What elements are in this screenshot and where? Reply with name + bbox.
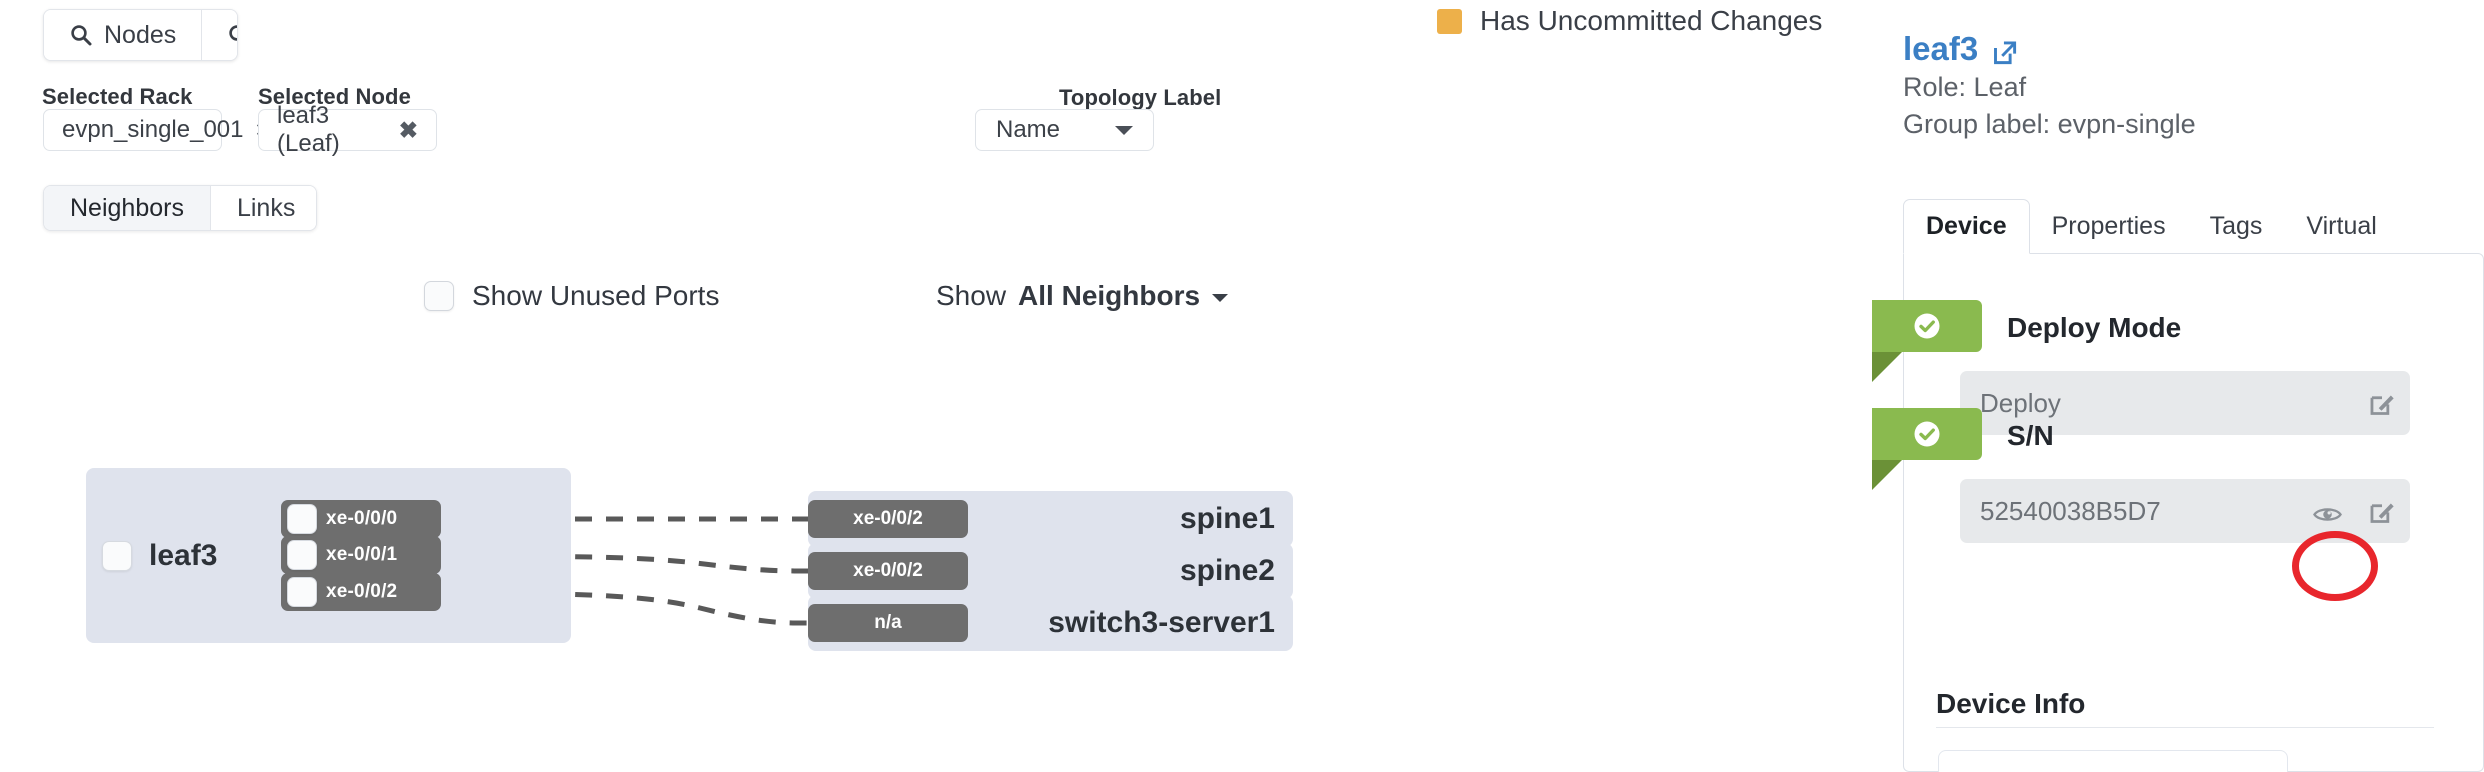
port-xe-0-0-0-label: xe-0/0/0 bbox=[326, 508, 398, 529]
tab-neighbors[interactable]: Neighbors bbox=[44, 186, 211, 230]
device-tab-group[interactable]: Device Properties Tags Virtual bbox=[1903, 199, 2484, 254]
show-unused-ports-row[interactable]: Show Unused Ports bbox=[424, 280, 719, 312]
port-chip-xe-0-0-0[interactable]: xe-0/0/0 bbox=[281, 500, 441, 538]
view-tab-group[interactable]: Neighbors Links Interfaces bbox=[43, 185, 317, 231]
chevron-down-icon bbox=[1115, 125, 1133, 135]
node-leaf3-name: leaf3 bbox=[149, 538, 218, 572]
clear-node-icon[interactable]: ✖ bbox=[398, 116, 418, 143]
port-xe-0-0-2-checkbox[interactable] bbox=[287, 577, 317, 607]
tab-tags-label: Tags bbox=[2209, 212, 2263, 240]
port-xe-0-0-0-checkbox[interactable] bbox=[287, 504, 317, 534]
tab-properties-label: Properties bbox=[2051, 212, 2166, 240]
search-links-button[interactable]: Links bbox=[202, 10, 237, 60]
show-scope-value: All Neighbors bbox=[1018, 280, 1201, 311]
uncommitted-changes-label: Has Uncommitted Changes bbox=[1480, 5, 1823, 36]
show-prefix-label: Show bbox=[936, 280, 1007, 311]
tab-properties[interactable]: Properties bbox=[2030, 199, 2188, 254]
port-xe-0-0-1-label: xe-0/0/1 bbox=[326, 544, 398, 565]
edit-deploy-mode-icon[interactable] bbox=[2368, 389, 2396, 417]
neighbor-port-spine1[interactable]: xe-0/0/2 bbox=[808, 500, 968, 538]
device-name-link[interactable]: leaf3 bbox=[1903, 30, 2484, 68]
tab-tags[interactable]: Tags bbox=[2188, 199, 2285, 254]
topology-diagram: leaf3 xe-0/0/0 xe-0/0/1 xe-0/0/2 spine1 … bbox=[0, 455, 1860, 772]
search-icon bbox=[69, 23, 93, 47]
neighbors-scope-selector[interactable]: Show All Neighbors bbox=[936, 280, 1229, 312]
check-circle-icon bbox=[1912, 419, 1942, 449]
neighbor-port-spine2[interactable]: xe-0/0/2 bbox=[808, 552, 968, 590]
tab-device-label: Device bbox=[1926, 212, 2007, 240]
port-chip-xe-0-0-1[interactable]: xe-0/0/1 bbox=[281, 536, 441, 574]
port-xe-0-0-1-checkbox[interactable] bbox=[287, 540, 317, 570]
tab-virtual-label: Virtual bbox=[2306, 212, 2377, 240]
topology-label-value: Name bbox=[996, 116, 1061, 143]
serial-number-value: 52540038B5D7 bbox=[1980, 495, 2161, 526]
search-icon bbox=[227, 23, 237, 47]
link-path-1 bbox=[388, 553, 809, 574]
node-leaf3-checkbox[interactable] bbox=[102, 540, 132, 571]
serial-number-status-flag bbox=[1872, 408, 1982, 490]
search-button-group[interactable]: Nodes Links bbox=[43, 9, 238, 61]
reveal-serial-number-icon[interactable] bbox=[2313, 501, 2342, 522]
device-side-panel: leaf3 Role: Leaf Group label: evpn-singl… bbox=[1872, 0, 2484, 772]
neighbor-port-switch3-server1-label: n/a bbox=[874, 612, 902, 633]
device-group-label: Group label: evpn-single bbox=[1903, 108, 2196, 139]
neighbor-port-spine1-label: xe-0/0/2 bbox=[853, 508, 923, 529]
serial-number-title: S/N bbox=[2007, 420, 2054, 451]
deploy-mode-status-flag bbox=[1872, 300, 1982, 382]
edit-serial-number-icon[interactable] bbox=[2368, 497, 2396, 525]
neighbor-port-switch3-server1[interactable]: n/a bbox=[808, 604, 968, 642]
deploy-mode-value: Deploy bbox=[1980, 387, 2061, 418]
selected-rack-token[interactable]: evpn_single_001 ✖ bbox=[43, 109, 275, 151]
device-info-title: Device Info bbox=[1936, 688, 2086, 719]
tab-links[interactable]: Links bbox=[210, 186, 316, 230]
check-circle-icon bbox=[1912, 311, 1942, 341]
tab-virtual[interactable]: Virtual bbox=[2284, 199, 2398, 254]
deploy-mode-field: Deploy bbox=[1960, 371, 2410, 435]
device-name-text: leaf3 bbox=[1903, 30, 1979, 67]
serial-number-field: 52540038B5D7 bbox=[1960, 479, 2410, 543]
search-nodes-button[interactable]: Nodes bbox=[44, 10, 203, 60]
show-unused-ports-checkbox[interactable] bbox=[424, 281, 454, 311]
port-chip-xe-0-0-2[interactable]: xe-0/0/2 bbox=[281, 573, 441, 611]
search-nodes-label: Nodes bbox=[104, 20, 177, 49]
uncommitted-changes-legend: Has Uncommitted Changes bbox=[1437, 5, 1822, 37]
selected-node-value: leaf3 (Leaf) bbox=[277, 102, 340, 157]
caret-down-icon bbox=[1212, 294, 1229, 302]
node-spine1-name: spine1 bbox=[1179, 502, 1275, 535]
device-info-field[interactable] bbox=[1938, 750, 2288, 772]
device-info-divider bbox=[1936, 727, 2434, 728]
topology-label-label: Topology Label bbox=[1059, 85, 1222, 110]
device-header: leaf3 Role: Leaf Group label: evpn-singl… bbox=[1903, 30, 2484, 141]
link-path-2 bbox=[388, 590, 809, 626]
node-spine2-name: spine2 bbox=[1179, 554, 1275, 587]
device-role: Role: Leaf bbox=[1903, 72, 2027, 102]
neighbor-port-spine2-label: xe-0/0/2 bbox=[853, 560, 923, 581]
uncommitted-changes-swatch bbox=[1437, 8, 1462, 34]
topology-label-select[interactable]: Name bbox=[975, 109, 1154, 151]
tab-neighbors-label: Neighbors bbox=[70, 193, 184, 222]
node-switch3-server1-name: switch3-server1 bbox=[1048, 606, 1275, 639]
deploy-mode-title: Deploy Mode bbox=[2007, 312, 2182, 343]
external-link-icon[interactable] bbox=[1991, 36, 2018, 64]
selected-node-label: Selected Node bbox=[258, 84, 411, 109]
tab-links-label: Links bbox=[236, 193, 296, 222]
selected-rack-value: evpn_single_001 bbox=[62, 116, 244, 143]
tab-device[interactable]: Device bbox=[1903, 199, 2030, 254]
selected-rack-label: Selected Rack bbox=[42, 84, 193, 109]
show-unused-ports-label: Show Unused Ports bbox=[472, 280, 720, 311]
port-xe-0-0-2-label: xe-0/0/2 bbox=[326, 581, 398, 602]
selected-node-token[interactable]: leaf3 (Leaf) ✖ bbox=[258, 102, 437, 157]
